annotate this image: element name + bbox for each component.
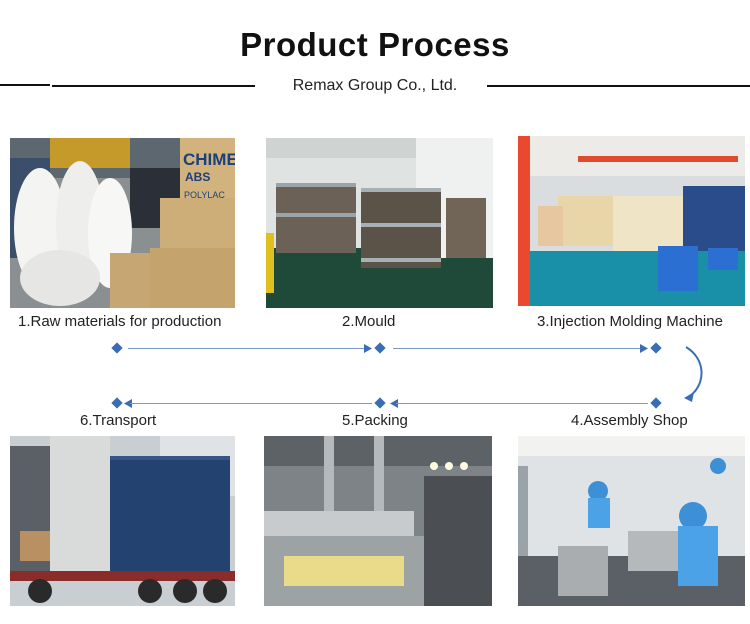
flow-curve-3-4: [684, 346, 703, 402]
title-rule-left: [52, 85, 255, 87]
mould-photo: [266, 138, 493, 308]
flow-arrowhead-4-5: [390, 399, 398, 408]
raw-materials-photo: CHIME ABS POLYLAC: [10, 138, 235, 308]
step-3-label: 3.Injection Molding Machine: [537, 313, 723, 330]
flow-node-5: [374, 397, 386, 409]
step-1-label: 1.Raw materials for production: [18, 313, 222, 330]
title-rule-right: [487, 85, 750, 87]
flow-line-5-6: [130, 403, 372, 404]
flow-node-3: [650, 342, 662, 354]
bag-grade-text: ABS: [185, 170, 211, 184]
flow-node-4: [650, 397, 662, 409]
assembly-photo: [518, 436, 745, 606]
flow-line-1-2: [128, 348, 371, 349]
flow-arrowhead-2-3: [640, 344, 648, 353]
step-5-label: 5.Packing: [342, 412, 408, 429]
company-name: Remax Group Co., Ltd.: [292, 77, 458, 94]
flow-arrowhead-1-2: [364, 344, 372, 353]
flow-line-4-5: [396, 403, 648, 404]
flow-node-1: [111, 342, 123, 354]
page-title: Product Process: [240, 26, 510, 63]
bag-sub-text: POLYLAC: [184, 190, 225, 200]
step-6-label: 6.Transport: [80, 412, 157, 429]
step-4-label: 4.Assembly Shop: [571, 412, 688, 429]
title-rule-left-top: [0, 84, 50, 86]
flow-node-2: [374, 342, 386, 354]
step-2-label: 2.Mould: [342, 313, 396, 330]
flow-node-6: [111, 397, 123, 409]
injection-molding-photo: [518, 136, 745, 306]
flow-arrowhead-5-6: [124, 399, 132, 408]
bag-brand-text: CHIME: [183, 150, 235, 169]
transport-photo: [10, 436, 235, 606]
flow-line-2-3: [393, 348, 646, 349]
packing-photo: [264, 436, 492, 606]
